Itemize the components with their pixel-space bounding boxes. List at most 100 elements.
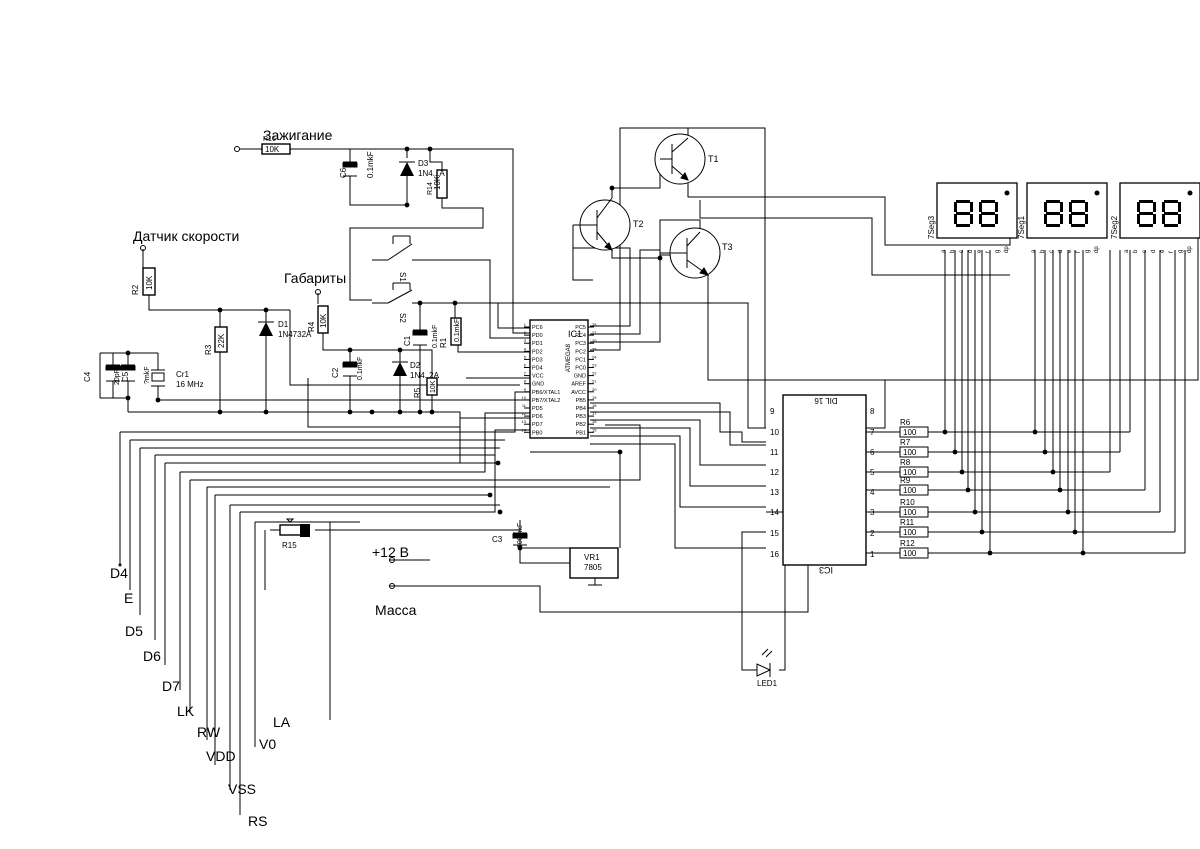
display-pin: c xyxy=(1049,250,1055,253)
ic3-right-pin: 7 xyxy=(870,428,875,437)
svg-text:20: 20 xyxy=(592,387,597,392)
svg-text:T3: T3 xyxy=(722,242,733,252)
svg-text:7Seg3: 7Seg3 xyxy=(927,215,936,239)
svg-text:C5: C5 xyxy=(121,371,130,382)
display-pin: d xyxy=(1151,250,1157,253)
ic1-left-pin: PC6 xyxy=(532,325,543,331)
ic1-right-pin: AREF xyxy=(571,382,586,388)
transistor-t1: T1 xyxy=(654,133,719,185)
ic1-right-pin: PC5 xyxy=(575,325,586,331)
ic1-right-pin: PC0 xyxy=(575,366,586,372)
svg-text:R5: R5 xyxy=(413,387,422,398)
display-pin: a xyxy=(941,249,947,253)
ic3-left-pin: 11 xyxy=(770,448,779,457)
svg-text:C3: C3 xyxy=(492,535,503,544)
svg-text:11: 11 xyxy=(522,403,527,408)
svg-text:27: 27 xyxy=(592,330,597,335)
svg-text:20pF: 20pF xyxy=(114,369,121,385)
svg-text:24: 24 xyxy=(592,354,597,359)
resistor-r15: R15 xyxy=(279,518,310,550)
resistor-r5: 10K R5 xyxy=(413,377,438,398)
svg-text:R8: R8 xyxy=(900,458,911,467)
svg-text:10K: 10K xyxy=(430,380,437,393)
ic1-left-pin: PD7 xyxy=(532,422,543,428)
svg-text:19: 19 xyxy=(592,395,597,400)
ic1-left-pin: PD4 xyxy=(532,366,543,372)
label-ignition: Зажигание xyxy=(263,127,333,143)
svg-text:ATMEGA8: ATMEGA8 xyxy=(566,343,572,372)
svg-text:1N4732A: 1N4732A xyxy=(278,330,312,339)
ic3-left-pin: 15 xyxy=(770,529,779,538)
display-pin: f xyxy=(986,251,992,253)
svg-text:R16: R16 xyxy=(263,136,276,143)
ic3-left-pin: 10 xyxy=(770,428,779,437)
ic3-left-pin: 9 xyxy=(770,407,775,416)
lcd-label-rs: RS xyxy=(248,813,267,829)
ic1-right-pin: PC1 xyxy=(575,357,586,363)
ic3-left-pin: 13 xyxy=(770,488,779,497)
label-speed-sensor: Датчик скорости xyxy=(133,228,239,244)
capacitor-c6: C6 0.1mkF xyxy=(339,151,375,178)
svg-text:S2: S2 xyxy=(398,313,407,323)
ic1-right-pin: PB1 xyxy=(576,430,586,436)
ic1-left-pin: GND xyxy=(532,382,544,388)
svg-text:DIL 16: DIL 16 xyxy=(814,396,838,405)
svg-text:23: 23 xyxy=(592,363,597,368)
junctions xyxy=(125,146,1086,556)
label-power: +12 В xyxy=(372,544,409,560)
ic1-left-pin: PD3 xyxy=(532,357,543,363)
ic3-right-pin: 2 xyxy=(870,529,875,538)
display-pin: g xyxy=(995,250,1001,253)
ic1-right-pin: PB3 xyxy=(576,414,586,420)
svg-text:R12: R12 xyxy=(900,539,915,548)
display-pin: b xyxy=(950,249,956,253)
ic1-right-pin: PC4 xyxy=(575,333,586,339)
display-pin: e xyxy=(977,249,983,253)
svg-text:10K: 10K xyxy=(319,313,328,328)
ic1-right-pin: AVCC xyxy=(571,390,586,396)
capacitor-c1: C1 0.1mkF xyxy=(403,325,439,348)
svg-text:6: 6 xyxy=(524,363,527,368)
svg-text:21: 21 xyxy=(592,379,597,384)
label-markers: Габариты xyxy=(284,270,346,286)
svg-text:7Seg2: 7Seg2 xyxy=(1110,215,1119,239)
svg-text:25: 25 xyxy=(592,346,597,351)
crystal-cr1: Cr1 16 MHz xyxy=(151,369,204,389)
capacitor-c2: C2 0.1mkF xyxy=(331,357,364,380)
svg-text:R14: R14 xyxy=(427,182,434,195)
svg-text:13: 13 xyxy=(522,419,527,424)
lcd-label-e: E xyxy=(124,590,133,606)
svg-text:10K: 10K xyxy=(433,175,442,190)
led1: LED1 xyxy=(756,648,778,688)
svg-text:100: 100 xyxy=(903,428,917,437)
transistor-t2: T2 xyxy=(573,197,644,251)
ic1-right-pin: PB5 xyxy=(576,398,586,404)
svg-text:5: 5 xyxy=(524,354,527,359)
switch-s1: S1 xyxy=(387,235,413,282)
svg-text:R10: R10 xyxy=(900,498,915,507)
svg-text:8: 8 xyxy=(524,379,527,384)
svg-text:2: 2 xyxy=(524,330,527,335)
svg-text:R6: R6 xyxy=(900,418,911,427)
lcd-label-d5: D5 xyxy=(125,623,143,639)
svg-text:17: 17 xyxy=(592,411,597,416)
resistor-r14: 10K R14 xyxy=(427,169,448,199)
zener-d1: D1 1N4732A xyxy=(258,320,312,339)
display-pin: b xyxy=(1040,249,1046,253)
lcd-label-rw: RW xyxy=(197,724,221,740)
svg-text:22: 22 xyxy=(592,371,597,376)
svg-text:16 MHz: 16 MHz xyxy=(176,380,204,389)
svg-text:R15: R15 xyxy=(282,541,297,550)
svg-text:100: 100 xyxy=(903,468,917,477)
svg-text:R4: R4 xyxy=(307,321,316,332)
ic1-left-pin: PD0 xyxy=(532,333,543,339)
display-pin: d xyxy=(1058,250,1064,253)
